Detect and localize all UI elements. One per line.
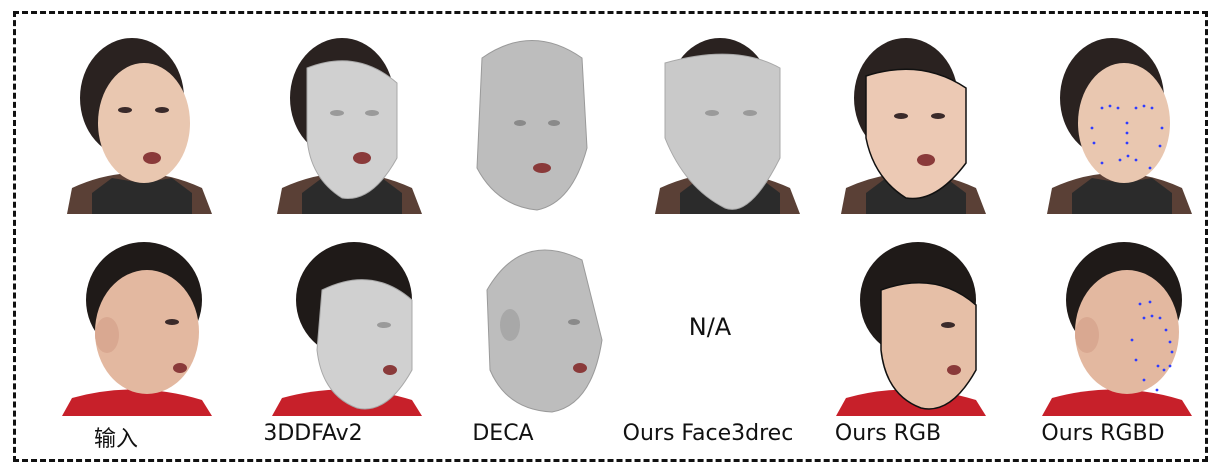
column-label-ours-face3drec: Ours Face3drec [622,421,794,446]
face-row2-ours-rgbd [1032,230,1202,416]
face-row1-ours-rgb [826,28,996,214]
missing-result-text: N/A [688,313,732,341]
face-row2-input [52,230,222,416]
face-row1-ours-rgbd [1032,28,1202,214]
face-row2-3ddfav2 [262,230,432,416]
column-label-ours-rgbd: Ours RGBD [1041,421,1165,446]
face-row2-deca [452,230,622,416]
face-row1-deca [442,28,612,214]
face-row1-3ddfav2 [262,28,432,214]
column-label-deca: DECA [472,421,534,446]
face-row2-ours-rgb [826,230,996,416]
dashed-figure-frame [13,11,1208,462]
column-label-input: 输入 [93,427,138,452]
face-row1-ours-face3drec [640,28,810,214]
face-row1-input [52,28,222,214]
column-label-ours-rgb: Ours RGB [834,421,942,446]
column-label-3ddfav2: 3DDFAv2 [263,421,363,446]
